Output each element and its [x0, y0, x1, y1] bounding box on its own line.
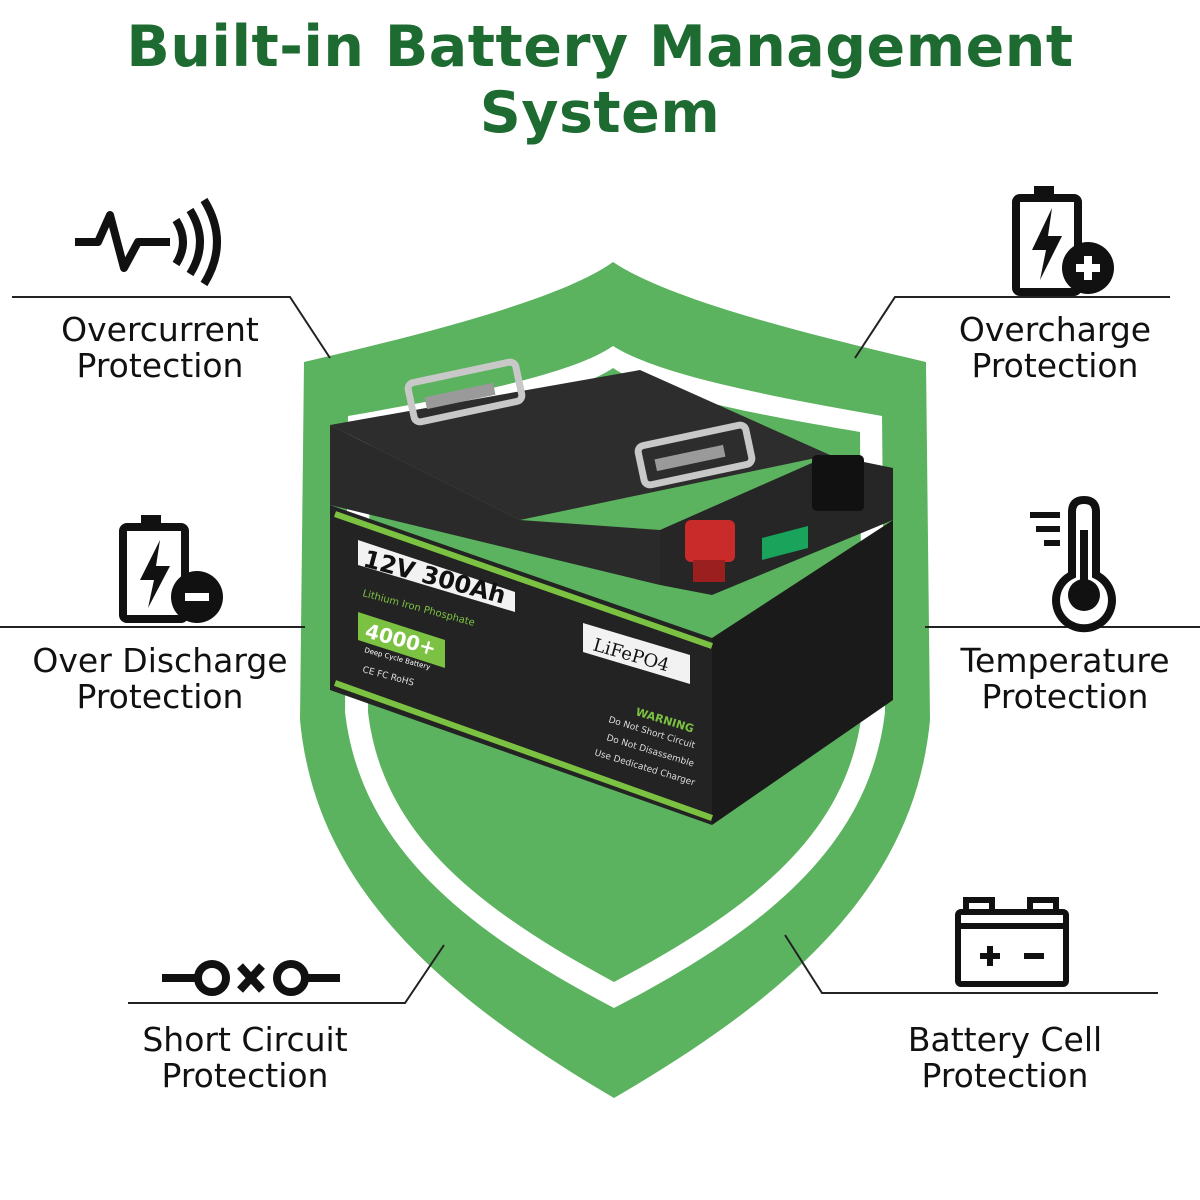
battery-cell-icon	[955, 897, 1069, 987]
handle-left	[404, 358, 526, 426]
voltage-display	[762, 526, 808, 560]
feature-overcurrent: Overcurrent Protection	[20, 312, 300, 384]
feature-over-discharge: Over Discharge Protection	[10, 643, 310, 715]
feature-line2: Protection	[971, 346, 1139, 385]
connector-lines	[0, 296, 1200, 1004]
battery-charge-plus-icon	[1012, 186, 1114, 296]
feature-line2: Protection	[921, 1056, 1089, 1095]
handle-right	[634, 421, 756, 489]
feature-battery-cell: Battery Cell Protection	[860, 1022, 1150, 1094]
battery-image: 12V 300Ah Lithium Iron Phosphate 4000+ D…	[330, 358, 893, 825]
feature-temperature: Temperature Protection	[925, 643, 1200, 715]
feature-line2: Protection	[981, 677, 1149, 716]
page-title: Built-in Battery Management System	[126, 14, 1074, 146]
feature-overcharge: Overcharge Protection	[915, 312, 1195, 384]
feature-line1: Battery Cell	[907, 1020, 1103, 1059]
positive-terminal	[685, 520, 735, 562]
feature-line1: Short Circuit	[142, 1020, 348, 1059]
feature-line1: Over Discharge	[32, 641, 288, 680]
battery-discharge-minus-icon	[119, 515, 223, 623]
feature-line1: Overcharge	[958, 310, 1152, 349]
feature-line2: Protection	[76, 677, 244, 716]
feature-line2: Protection	[161, 1056, 329, 1095]
short-circuit-icon	[162, 960, 340, 996]
feature-line1: Overcurrent	[61, 310, 259, 349]
overcurrent-wave-icon	[75, 197, 221, 287]
negative-terminal	[812, 455, 864, 511]
feature-line2: Protection	[76, 346, 244, 385]
feature-short-circuit: Short Circuit Protection	[100, 1022, 390, 1094]
thermometer-icon	[1030, 495, 1116, 633]
feature-line1: Temperature	[960, 641, 1170, 680]
